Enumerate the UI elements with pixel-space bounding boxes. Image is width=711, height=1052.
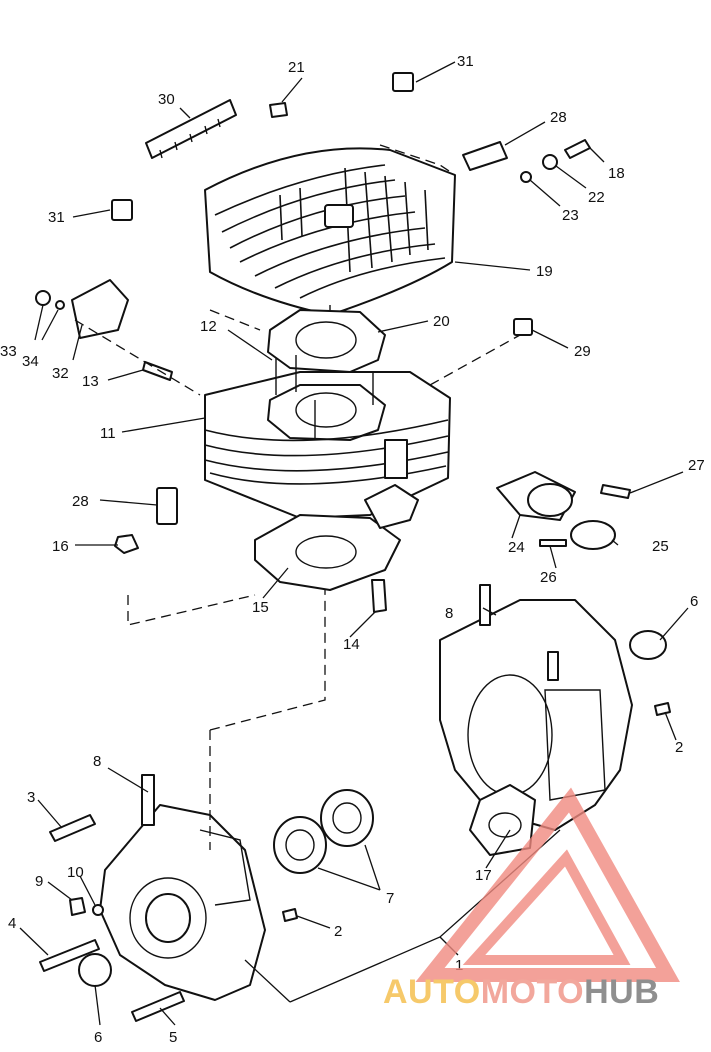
callout-2-right: 2 [675,739,683,756]
bolt-9 [69,897,86,916]
stud-8-right [479,584,491,626]
callout-27: 27 [688,457,705,474]
callout-23: 23 [562,207,579,224]
dowel-2-right [654,702,671,716]
leader-lines [19,61,689,1026]
stud-8-left [141,774,155,826]
plug-31-top [392,72,414,92]
callout-7: 7 [386,890,394,907]
callout-26: 26 [540,569,557,586]
clamp [570,520,616,550]
assembly-line [209,590,326,731]
nut-33 [35,290,51,306]
callout-25: 25 [652,538,669,555]
plug-28-top [462,141,508,171]
callout-20: 20 [433,313,450,330]
watermark-moto: MOTO [481,973,584,1011]
callout-28-left: 28 [72,493,89,510]
exhaust-gasket [364,484,419,529]
plug-31-left [111,199,133,221]
callout-22: 22 [588,189,605,206]
seal-6-right [629,630,667,660]
assembly-line [74,319,201,396]
spark-plug-cap [145,99,237,159]
bearing-right [320,789,374,847]
callout-8-left: 8 [93,753,101,770]
nut-21 [269,102,288,118]
valve-14 [371,579,387,613]
callout-10: 10 [67,864,84,881]
watermark: AUTOMOTOHUB [383,787,680,1011]
assembly-line [209,309,261,331]
crankcase-left [99,804,266,1001]
watermark-text: AUTOMOTOHUB [383,973,659,1011]
callout-33: 33 [0,343,17,360]
washer-22 [542,154,558,170]
watermark-triangle-inner [462,849,631,965]
plug-29 [513,318,533,336]
head-gasket [267,309,386,373]
bolt-18 [564,139,591,159]
callout-24: 24 [508,539,525,556]
callout-28-top: 28 [550,109,567,126]
callout-19: 19 [536,263,553,280]
dowel-2-left [282,908,298,922]
callout-31-top: 31 [457,53,474,70]
assembly-line [429,334,521,386]
stud-13 [142,361,173,381]
callout-2-left: 2 [334,923,342,940]
callout-34: 34 [22,353,39,370]
bracket-32 [71,279,129,339]
callout-5: 5 [169,1029,177,1046]
assembly-line [127,594,256,626]
watermark-triangle [415,787,680,982]
callout-29: 29 [574,343,591,360]
callout-1: 1 [455,957,463,974]
assembly-line [379,144,456,176]
bolt-5 [131,991,185,1022]
intake-boot [527,483,573,517]
callout-32: 32 [52,365,69,382]
callout-11: 11 [100,425,116,442]
cylinder [204,355,451,519]
bolt-3 [49,814,96,842]
bolt-4 [39,939,100,972]
plug-28-left [156,487,178,525]
washer-34 [55,300,65,310]
callout-3: 3 [27,789,35,806]
watermark-hub: HUB [584,973,659,1011]
screw-26 [539,539,567,547]
washer-10 [92,904,104,916]
callout-17: 17 [475,867,492,884]
bearing-left [273,816,327,874]
callout-4: 4 [8,915,16,932]
crankcase-right [439,599,633,856]
callout-21: 21 [288,59,305,76]
callout-13: 13 [82,373,99,390]
cylinder-head [204,147,456,316]
callout-9: 9 [35,873,43,890]
callout-6-left: 6 [94,1029,102,1046]
callout-8-right: 8 [445,605,453,622]
seal-6-left [78,953,112,987]
callout-6-right: 6 [690,593,698,610]
bolt-27 [600,484,631,499]
base-gasket [254,514,401,591]
watermark-auto: AUTO [383,973,481,1011]
callout-31-left: 31 [48,209,65,226]
callout-16: 16 [52,538,69,555]
callout-12: 12 [200,318,217,335]
nut-16 [114,534,139,554]
callouts: 21 31 30 28 18 22 23 31 19 20 29 12 33 3… [0,53,705,1046]
callout-30: 30 [158,91,175,108]
callout-15: 15 [252,599,269,616]
washer-23 [520,171,532,183]
callout-18: 18 [608,165,625,182]
callout-14: 14 [343,636,360,653]
